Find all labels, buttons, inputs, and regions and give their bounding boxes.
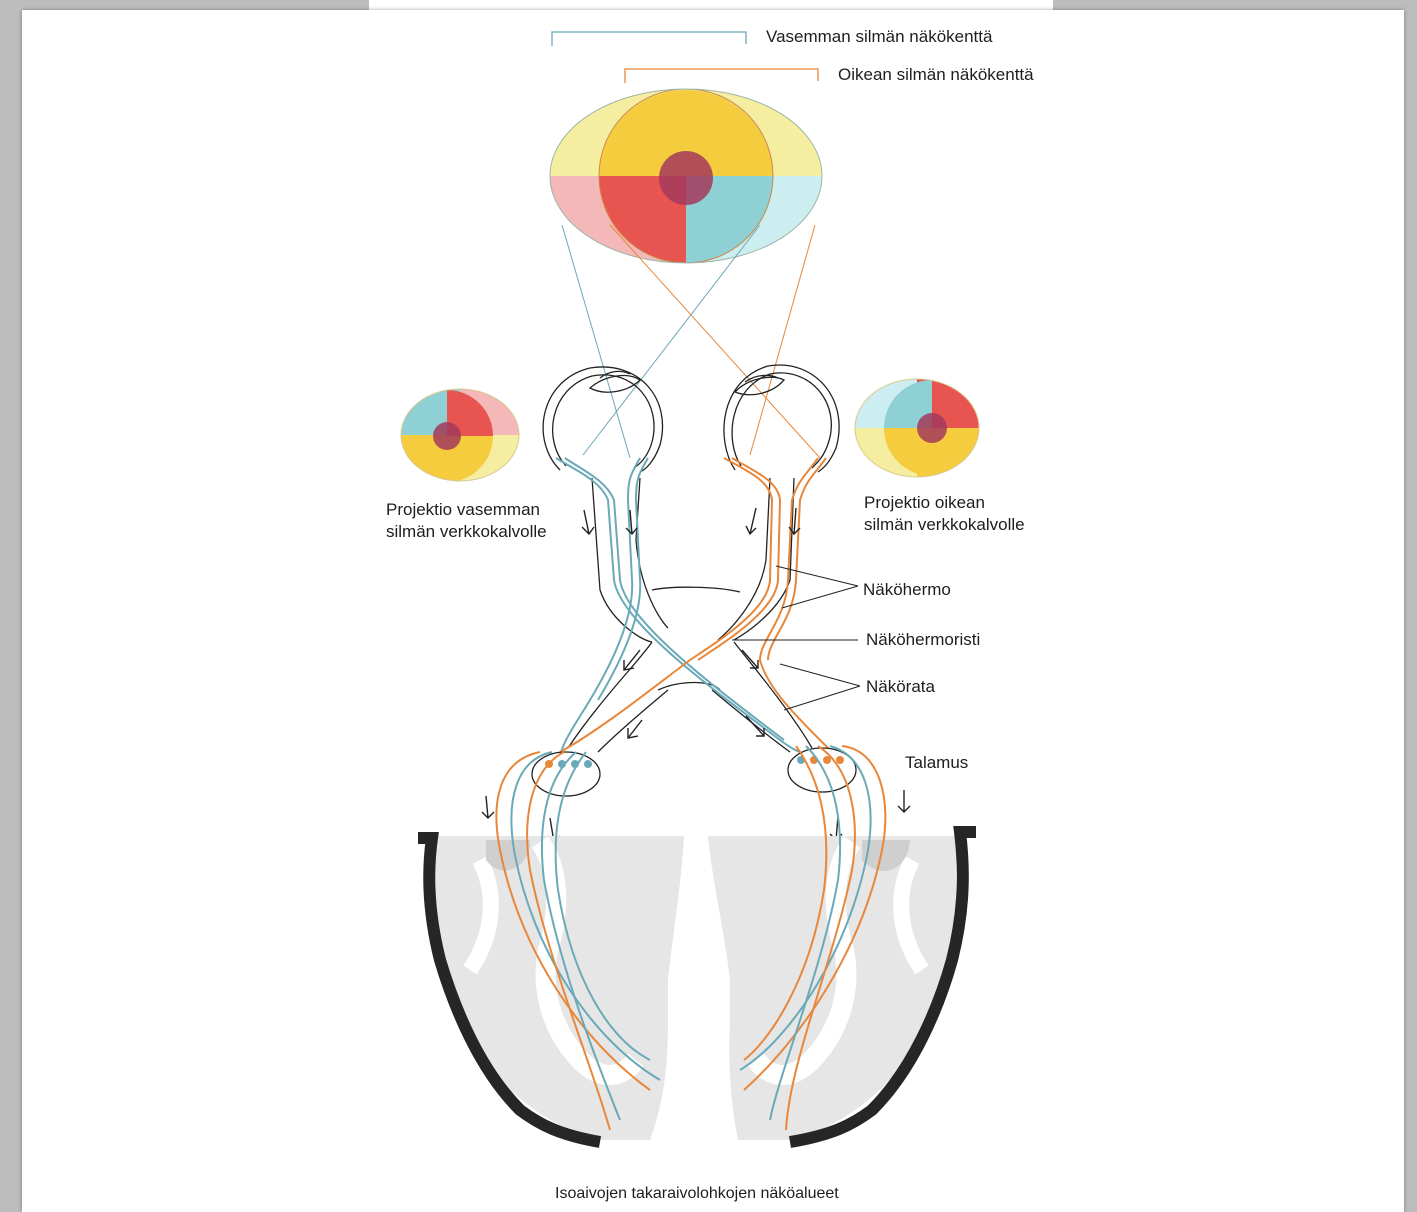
right-occipital-lobe	[708, 832, 976, 1142]
left-eye-fibers	[556, 458, 840, 760]
optic-tract-label: Näkörata	[866, 677, 936, 696]
combined-visual-field	[548, 86, 826, 266]
left-projection-label-line2: silmän verkkokalvolle	[386, 522, 547, 541]
optic-nerve-label: Näköhermo	[863, 580, 951, 599]
left-occipital-lobe	[418, 836, 684, 1142]
right-projection-label-line2: silmän verkkokalvolle	[864, 515, 1025, 534]
visual-cortex-label: Isoaivojen takaraivolohkojen näköalueet	[555, 1185, 839, 1202]
right-eyeball	[724, 365, 839, 472]
right-visual-field-bracket	[625, 69, 818, 83]
right-visual-field-label: Oikean silmän näkökenttä	[838, 65, 1034, 84]
left-visual-field-label: Vasemman silmän näkökenttä	[766, 27, 993, 46]
right-projection-label-line1: Projektio oikean	[864, 493, 985, 512]
thalamus-label: Talamus	[905, 753, 968, 772]
left-eyeball	[543, 367, 662, 472]
left-projection-label-line1: Projektio vasemman	[386, 500, 540, 519]
optic-nerve-outline	[568, 478, 812, 752]
optic-chiasm-label: Näköhermoristi	[866, 630, 980, 649]
left-visual-field-bracket	[552, 32, 746, 46]
